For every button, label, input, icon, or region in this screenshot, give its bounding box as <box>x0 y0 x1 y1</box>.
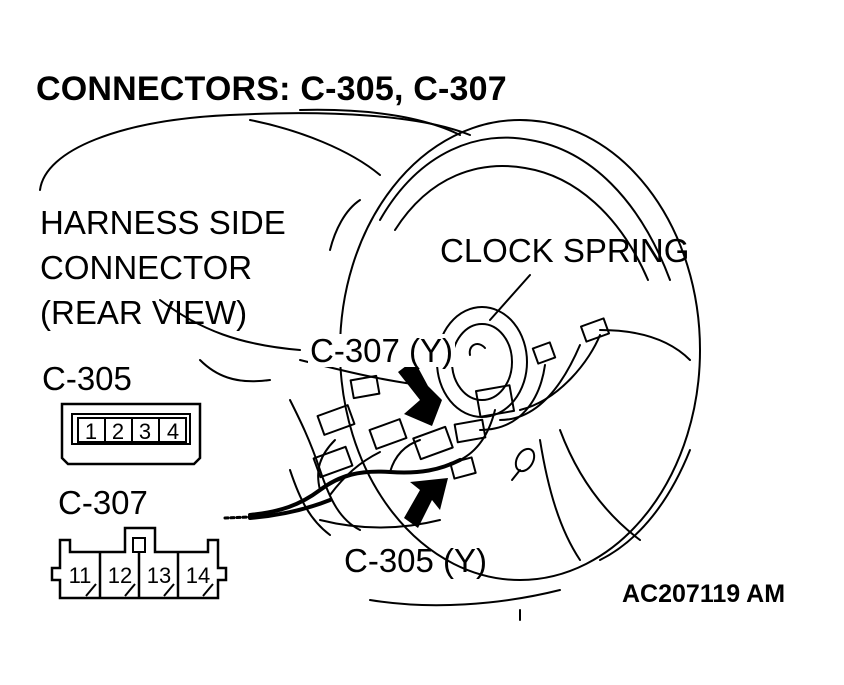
dashboard-lower <box>159 299 301 351</box>
c307-pin-12: 12 <box>108 563 132 588</box>
c307-callout-label: C-307 (Y) <box>308 332 456 369</box>
page-title: CONNECTORS: C-305, C-307 <box>36 70 507 108</box>
c305-connector-shape <box>449 456 477 480</box>
harness-label-line-3: (REAR VIEW) <box>40 294 248 331</box>
c307-connector-name: C-307 <box>58 484 148 521</box>
c307-face <box>50 526 228 600</box>
c305-face <box>60 402 202 466</box>
harness-label-line-1: HARNESS SIDE <box>40 204 286 241</box>
c307-pin-11: 11 <box>69 563 92 588</box>
c307-pin-13: 13 <box>147 563 171 588</box>
c305-arrow <box>404 478 448 528</box>
clock-spring-leader <box>489 274 531 321</box>
c307-arrow <box>398 360 442 426</box>
harness-bundle <box>248 458 462 517</box>
c305-pin-3: 3 <box>139 419 151 444</box>
c305-pin-4: 4 <box>167 419 179 444</box>
figure-reference: AC207119 AM <box>622 580 786 608</box>
c305-callout-label: C-305 (Y) <box>344 542 488 579</box>
c307-pin-14: 14 <box>186 563 210 588</box>
c305-connector-name: C-305 <box>42 360 132 397</box>
dashboard-outline <box>39 112 471 191</box>
c305-pin-2: 2 <box>112 419 124 444</box>
harness-side-label: HARNESS SIDE CONNECTOR (REAR VIEW) <box>40 200 340 335</box>
harness-label-line-2: CONNECTOR <box>40 249 253 286</box>
clock-spring-label: CLOCK SPRING <box>440 232 690 269</box>
c305-pin-1: 1 <box>85 419 97 444</box>
